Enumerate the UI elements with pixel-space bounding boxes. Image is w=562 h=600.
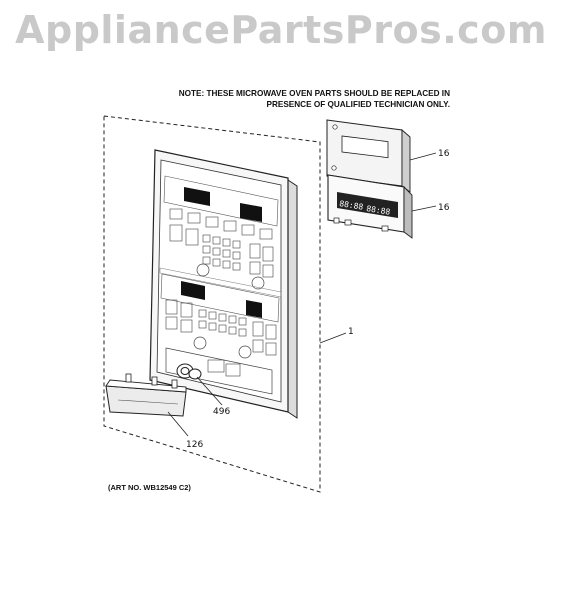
keypad-button [223,220,237,232]
handle-tab [125,373,132,383]
assembly-boundary [103,115,321,493]
switch-slot [207,359,225,373]
control-board: 88:88 88:88 [327,174,413,239]
handle-tab [171,379,178,389]
lower-start-button [193,336,207,350]
technician-note: NOTE: THESE MICROWAVE OVEN PARTS SHOULD … [120,88,450,110]
callout-handle: 126 [186,440,203,450]
callout-bracket: 16 [438,149,450,159]
keypad-button [187,212,201,224]
board-side [403,185,413,239]
bracket-window [341,135,389,159]
board-display-right: 88:88 [366,204,391,217]
handle-top [105,379,187,393]
handle-tab [151,376,158,386]
upper-clear-button [251,276,265,290]
note-line-1: NOTE: THESE MICROWAVE OVEN PARTS SHOULD … [178,89,450,98]
lower-clear-button [238,345,252,359]
watermark: AppliancePartsPros.com [15,8,547,52]
lower-display-right [246,300,262,318]
callout-switch: 496 [213,407,230,417]
board-connector [333,217,340,224]
mounting-bracket [326,119,411,193]
upper-display-window [163,175,279,227]
keypad-button [205,216,219,228]
art-number: (ART NO. WB12549 C2) [108,483,191,492]
interlock-switch [176,363,202,380]
keypad-button [262,246,274,262]
keypad-button [169,208,183,220]
board-connector [344,219,352,226]
upper-keypad [169,208,274,278]
keypad-button [169,224,183,242]
bracket-hole [332,124,338,130]
lower-display-window [160,273,280,323]
lower-number-pad [198,309,247,337]
board-connector [381,225,389,232]
upper-number-pad [202,234,241,271]
control-panel [149,149,298,419]
bracket-edge [401,129,411,193]
keypad-button [241,224,255,236]
upper-display-left [184,187,210,206]
note-line-2: PRESENCE OF QUALIFIED TECHNICIAN ONLY. [266,100,450,109]
upper-start-button [196,263,210,277]
keypad-button [259,228,273,240]
switch-slot [225,363,241,377]
callout-board: 16 [438,203,450,213]
board-display-left: 88:88 [339,199,364,212]
lower-keypad [165,299,277,356]
panel-divider [159,267,282,298]
upper-display-right [240,203,262,222]
keypad-button [249,261,261,275]
keypad-button [185,228,199,246]
door-handle [105,373,187,417]
switch-recess [165,347,273,395]
board-display-strip [337,192,398,218]
handle-groove [117,399,179,405]
callout-panel: 1 [348,327,354,337]
bracket-hole [331,165,337,171]
lower-display-left [181,281,205,300]
keypad-button [249,243,261,259]
keypad-button [262,264,274,278]
leader-lines [167,152,437,437]
